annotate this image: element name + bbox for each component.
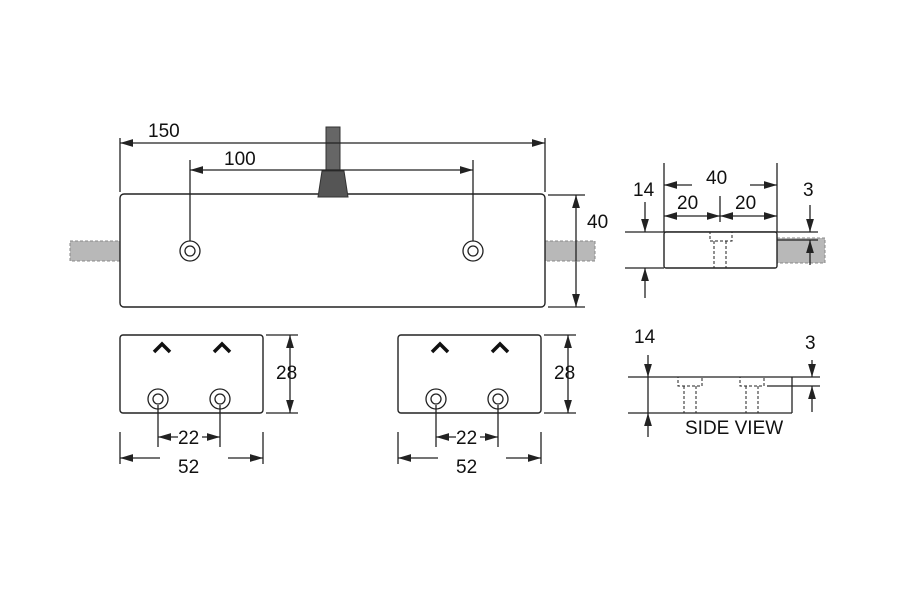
side-view-label: SIDE VIEW <box>685 418 783 439</box>
dim-counterbore: 3 <box>803 180 814 201</box>
dim-width: 52 <box>178 457 199 478</box>
side-view-top: 40 20 20 14 3 <box>625 163 826 298</box>
dim-counterbore: 3 <box>805 333 816 354</box>
side-view-bottom: 14 3 SIDE VIEW <box>628 327 820 439</box>
dim-overall-length: 150 <box>148 121 180 142</box>
dim-hole-spacing: 22 <box>178 428 199 449</box>
dim-height: 40 <box>587 212 608 233</box>
dim-hole-spacing: 100 <box>224 149 256 170</box>
dim-half-left: 20 <box>677 193 698 214</box>
main-body <box>119 193 546 308</box>
chevron-up-icon <box>430 341 450 354</box>
front-view: 150 100 40 <box>69 121 608 308</box>
stem-cone <box>317 170 349 198</box>
dim-width: 40 <box>706 168 727 189</box>
left-cable-connector <box>69 240 121 262</box>
chevron-up-icon <box>152 341 172 354</box>
end-view-right: 28 22 52 <box>397 334 576 478</box>
dim-height: 28 <box>554 363 575 384</box>
dim-half-right: 20 <box>735 193 756 214</box>
dim-thickness: 14 <box>634 327 656 348</box>
dim-height: 28 <box>276 363 297 384</box>
dim-hole-spacing: 22 <box>456 428 477 449</box>
chevron-up-icon <box>212 341 232 354</box>
top-stem <box>325 126 341 172</box>
dim-thickness: 14 <box>633 180 655 201</box>
right-cable-connector <box>544 240 596 262</box>
dim-width: 52 <box>456 457 477 478</box>
end-view-left: 28 22 52 <box>119 334 298 478</box>
chevron-up-icon <box>490 341 510 354</box>
